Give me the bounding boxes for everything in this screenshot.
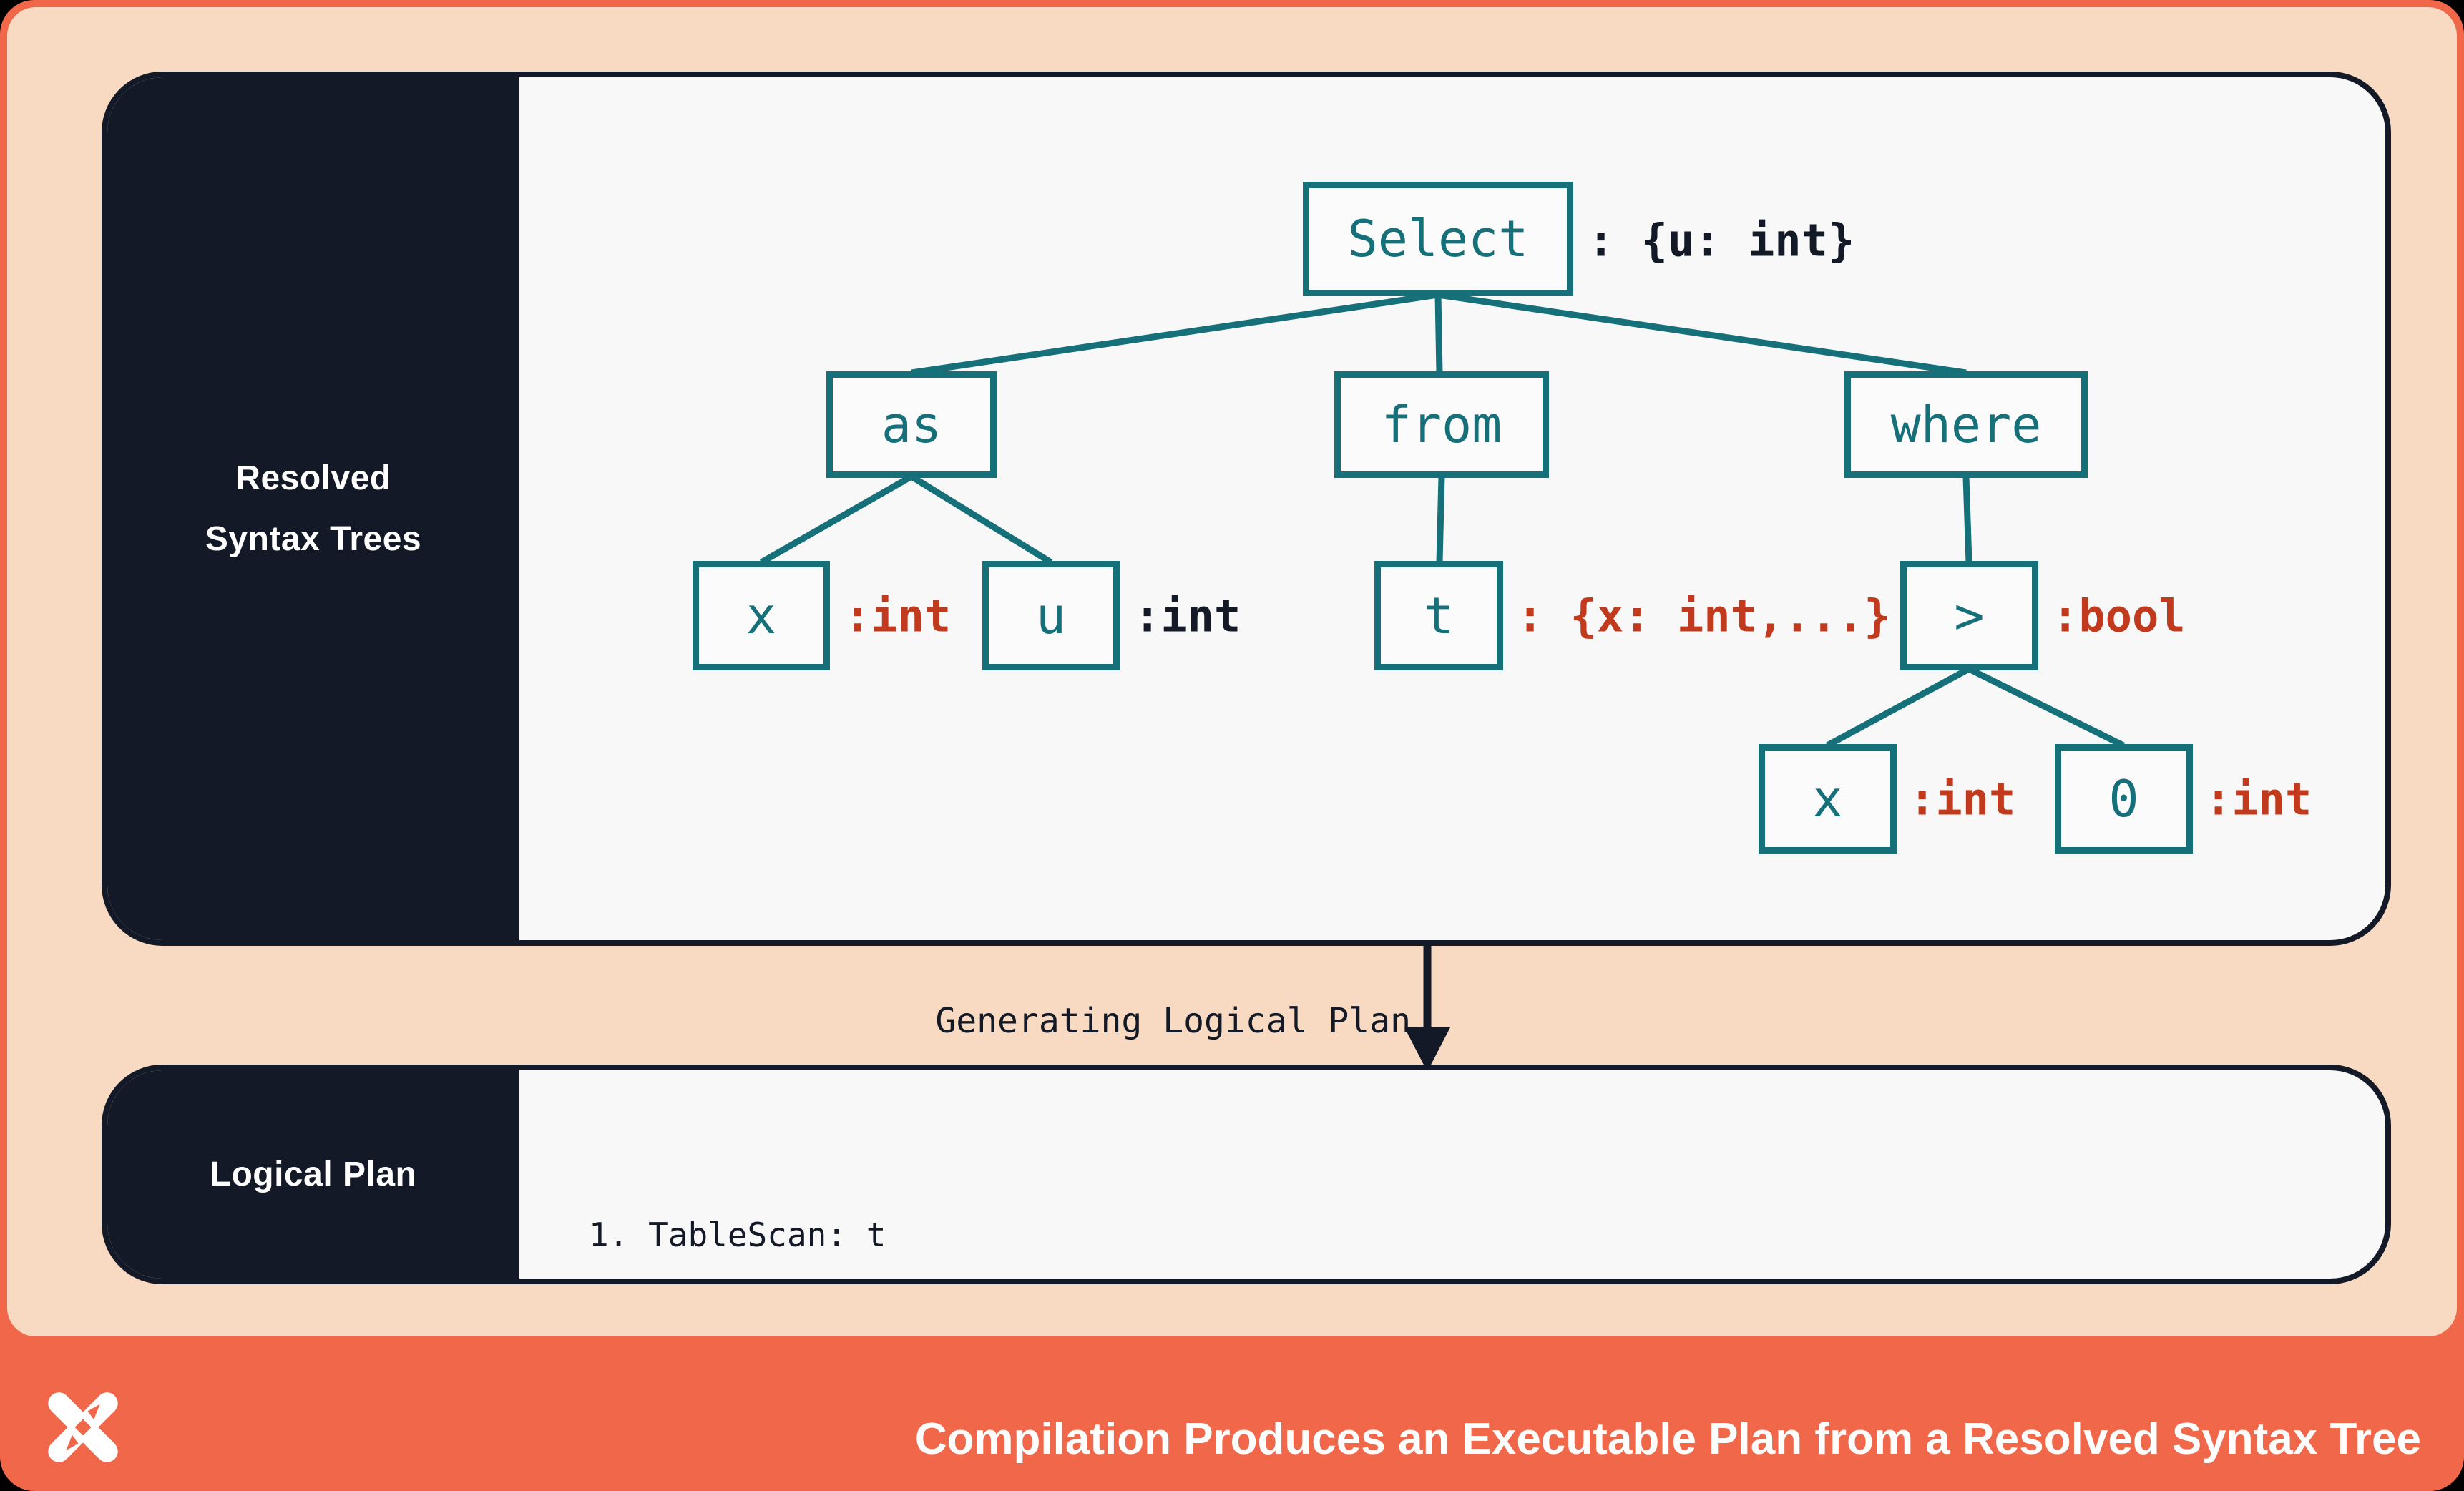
logical-plan-panel: Logical Plan 1. TableScan: t 2. Filter: … [102, 1065, 2391, 1284]
tree-node-where-label: where [1890, 395, 2042, 454]
type-annotation-x-under-gt: :int [1909, 773, 2016, 826]
logical-plan-step-1: 1. TableScan: t [589, 1216, 886, 1254]
footer-title: Compilation Produces an Executable Plan … [914, 1414, 2421, 1464]
type-annotation-u: :int [1134, 590, 1241, 642]
resolved-panel-sidebar: Resolved Syntax Trees [107, 77, 519, 940]
tree-node-t-label: t [1423, 586, 1455, 645]
tree-node-zero: 0 [2055, 744, 2193, 854]
tree-node-x-under-gt-label: x [1812, 769, 1843, 828]
tree-node-as: as [826, 371, 997, 478]
tree-node-zero-label: 0 [2108, 769, 2139, 828]
tree-node-u-label: u [1035, 586, 1067, 645]
pinwheel-x-logo-icon [48, 1392, 118, 1462]
tree-node-t: t [1374, 561, 1503, 670]
tree-node-x-under-as: x [693, 561, 830, 670]
tree-node-from-label: from [1381, 395, 1502, 454]
resolved-syntax-trees-panel: Resolved Syntax Trees [102, 72, 2391, 946]
resolved-panel-title: Resolved Syntax Trees [205, 448, 421, 569]
tree-node-u: u [982, 561, 1120, 670]
type-annotation-x-under-as: :int [844, 590, 952, 642]
type-annotation-select: : {u: int} [1588, 214, 1855, 267]
transition-label: Generating Logical Plan [935, 1001, 1411, 1041]
type-annotation-greater-than: :bool [2052, 590, 2186, 642]
type-annotation-t: : {x: int,...} [1517, 590, 1891, 642]
type-annotation-zero: :int [2205, 773, 2312, 826]
tree-node-where: where [1844, 371, 2088, 478]
tree-node-select: Select [1303, 182, 1573, 296]
logical-plan-steps: 1. TableScan: t 2. Filter: t.x > 0 3. Pr… [589, 1112, 1045, 1279]
tree-node-greater-than-label: > [1954, 586, 1985, 645]
logical-plan-sidebar: Logical Plan [107, 1070, 519, 1279]
tree-node-x-under-gt: x [1759, 744, 1897, 854]
tree-node-as-label: as [881, 395, 942, 454]
resolved-panel-title-line2: Syntax Trees [205, 520, 422, 558]
tree-node-select-label: Select [1347, 210, 1529, 268]
resolved-panel-title-line1: Resolved [235, 459, 391, 497]
tree-node-from: from [1334, 371, 1549, 478]
tree-node-greater-than: > [1900, 561, 2038, 670]
tree-node-x-under-as-label: x [745, 586, 777, 645]
logical-plan-title: Logical Plan [210, 1155, 417, 1193]
